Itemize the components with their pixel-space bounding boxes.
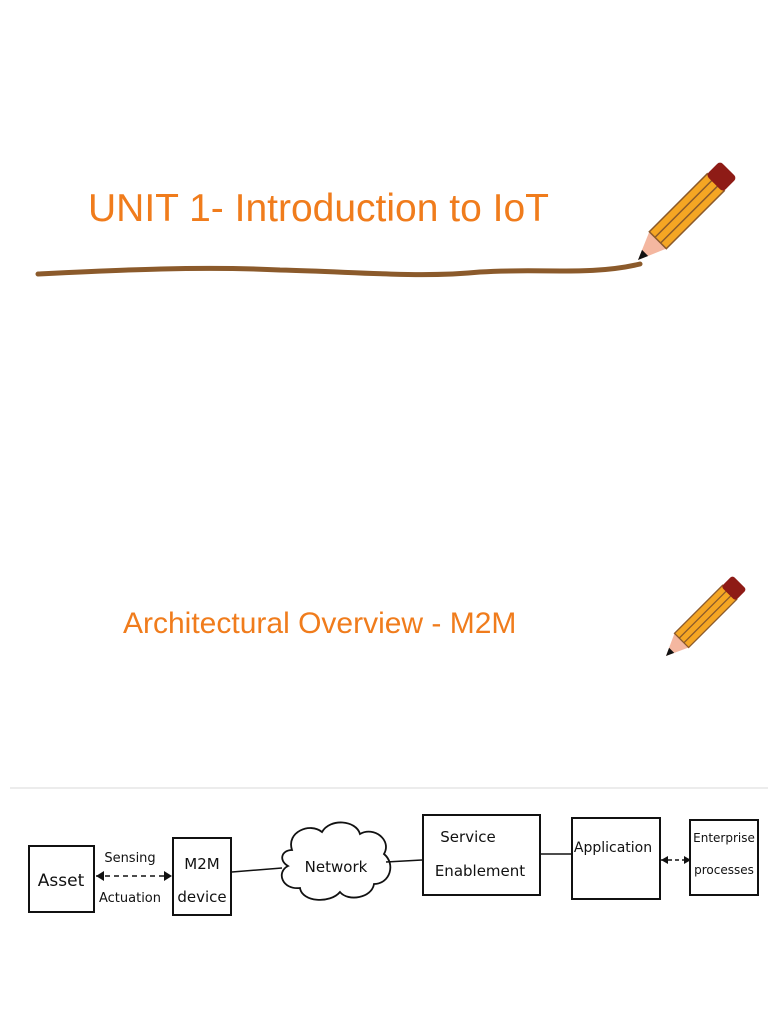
service-label-line1: Service (440, 828, 495, 846)
application-box (571, 817, 661, 900)
service-enablement-box (422, 814, 541, 896)
asset-box (28, 845, 95, 913)
network-label: Network (305, 858, 368, 876)
title-underline (35, 261, 643, 278)
m2m-architecture-diagram: Asset Sensing Actuation M2M device Netwo… (10, 787, 768, 916)
slide-subtitle: Architectural Overview - M2M (123, 607, 517, 640)
actuation-label: Actuation (99, 891, 161, 906)
enterprise-label-line2: processes (694, 863, 754, 877)
pencil-icon (666, 576, 746, 656)
device-network-link (231, 867, 283, 873)
asset-label: Asset (38, 871, 85, 891)
enterprise-processes-box (689, 819, 759, 896)
m2m-device-label-line2: device (177, 888, 226, 906)
sensing-label: Sensing (104, 851, 155, 866)
m2m-device-box (172, 837, 232, 916)
application-label: Application (574, 840, 652, 856)
slide-title: UNIT 1- Introduction to IoT (88, 187, 549, 230)
network-cloud (280, 821, 392, 901)
enterprise-label-line1: Enterprise (693, 831, 755, 845)
service-label-line2: Enablement (435, 862, 525, 880)
network-service-link (385, 859, 423, 863)
pencil-icon (638, 162, 736, 260)
m2m-device-label-line1: M2M (184, 855, 219, 873)
